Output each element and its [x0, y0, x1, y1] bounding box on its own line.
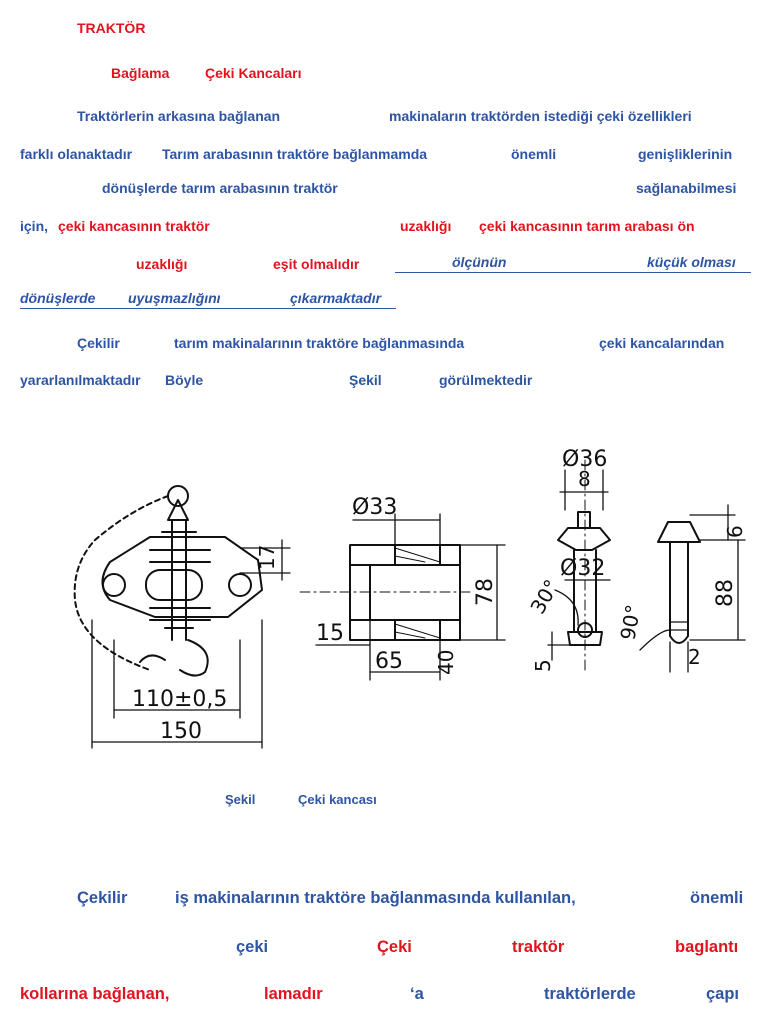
caption-label: Şekil: [225, 792, 256, 807]
pin-front-view: [547, 459, 611, 671]
p1-l4d: çeki kancasının tarım arabası ön: [479, 218, 695, 234]
dim-5: 5: [531, 659, 555, 672]
p1-l2c: önemli: [511, 146, 557, 162]
subtitle-word-1: Bağlama: [111, 65, 170, 81]
p2-l2c: Şekil: [349, 372, 382, 388]
p2-l1c: çeki kancalarından: [599, 335, 725, 351]
p1-l1a: Traktörlerin arkasına bağlanan: [77, 108, 281, 124]
p2-l2b: Böyle: [165, 372, 204, 388]
p3-l2b: Çeki: [377, 938, 412, 956]
p3-l2a: çeki: [236, 938, 269, 956]
p2-l1b: tarım makinalarının traktöre bağlanmasın…: [174, 335, 465, 351]
p1-l2a: farklı olanaktadır: [20, 146, 133, 162]
dim-40: 40: [434, 650, 458, 675]
p2-l2a: yararlanılmaktadır: [20, 372, 141, 388]
p3-l2d: baglantı: [675, 938, 739, 956]
p1-l4c: uzaklığı: [400, 218, 452, 234]
p1-l1b: makinaların traktörden istediği çeki öze…: [389, 108, 692, 124]
page-title: TRAKTÖR: [77, 20, 146, 36]
p2-l1a: Çekilir: [77, 335, 120, 351]
p3-l3d: traktörlerde: [544, 985, 636, 1003]
dim-150: 150: [160, 719, 202, 744]
caption-text: Çeki kancası: [298, 792, 377, 807]
p1-l6b: uyuşmazlığını: [128, 290, 221, 306]
hitch-plate-view: [73, 485, 291, 749]
dim-15: 15: [316, 621, 344, 646]
p1-l2d: genişliklerinin: [638, 146, 733, 162]
dim-2: 2: [688, 645, 701, 669]
dim-88: 88: [713, 579, 738, 607]
p3-l3b: lamadır: [264, 985, 323, 1003]
p3-l1c: önemli: [690, 889, 744, 907]
underline-1: [395, 272, 751, 273]
dim-90deg: 90°: [616, 603, 646, 642]
dim-110: 110±0,5: [132, 687, 227, 712]
p1-l5c: ölçünün: [452, 254, 507, 270]
p3-l3a: kollarına bağlanan,: [20, 985, 170, 1003]
p3-l2c: traktör: [512, 938, 565, 956]
p1-l4a: için,: [20, 218, 49, 234]
p1-l3b: sağlanabilmesi: [636, 180, 737, 196]
p3-l3e: çapı: [706, 985, 740, 1003]
p2-l2d: görülmektedir: [439, 372, 533, 388]
subtitle-word-2: Çeki Kancaları: [205, 65, 302, 81]
hitch-section-view: [299, 513, 506, 681]
p1-l6c: çıkarmaktadır: [290, 290, 382, 306]
p1-l6a: dönüşlerde: [20, 290, 96, 306]
p1-l4b: çeki kancasının traktör: [58, 218, 210, 234]
dim-d36: Ø36: [562, 447, 607, 472]
dim-30deg: 30°: [525, 575, 564, 618]
dim-78: 78: [473, 578, 498, 606]
dim-6: 6: [723, 525, 747, 538]
p1-l2b: Tarım arabasının traktöre bağlanmamda: [162, 146, 428, 162]
p1-l5a: uzaklığı: [136, 256, 188, 272]
p1-l5d: küçük olması: [647, 254, 736, 270]
p3-l3c: ‘a: [410, 985, 424, 1003]
p1-l3a: dönüşlerde tarım arabasının traktör: [102, 180, 338, 196]
p3-l1a: Çekilir: [77, 889, 128, 907]
pin-side-view: [639, 504, 746, 673]
dim-65: 65: [375, 649, 403, 674]
dim-d33: Ø33: [352, 495, 397, 520]
p1-l5b: eşit olmalıdır: [273, 256, 360, 272]
underline-2: [20, 308, 396, 309]
hitch-drawing: 17 110±0,5 150 Ø33 78 15 65 40 Ø36 8 Ø32…: [73, 447, 747, 749]
dim-8: 8: [578, 467, 591, 491]
p3-l1b: iş makinalarının traktöre bağlanmasında …: [175, 889, 576, 907]
dim-17: 17: [255, 545, 279, 570]
dim-d32: Ø32: [560, 556, 605, 581]
